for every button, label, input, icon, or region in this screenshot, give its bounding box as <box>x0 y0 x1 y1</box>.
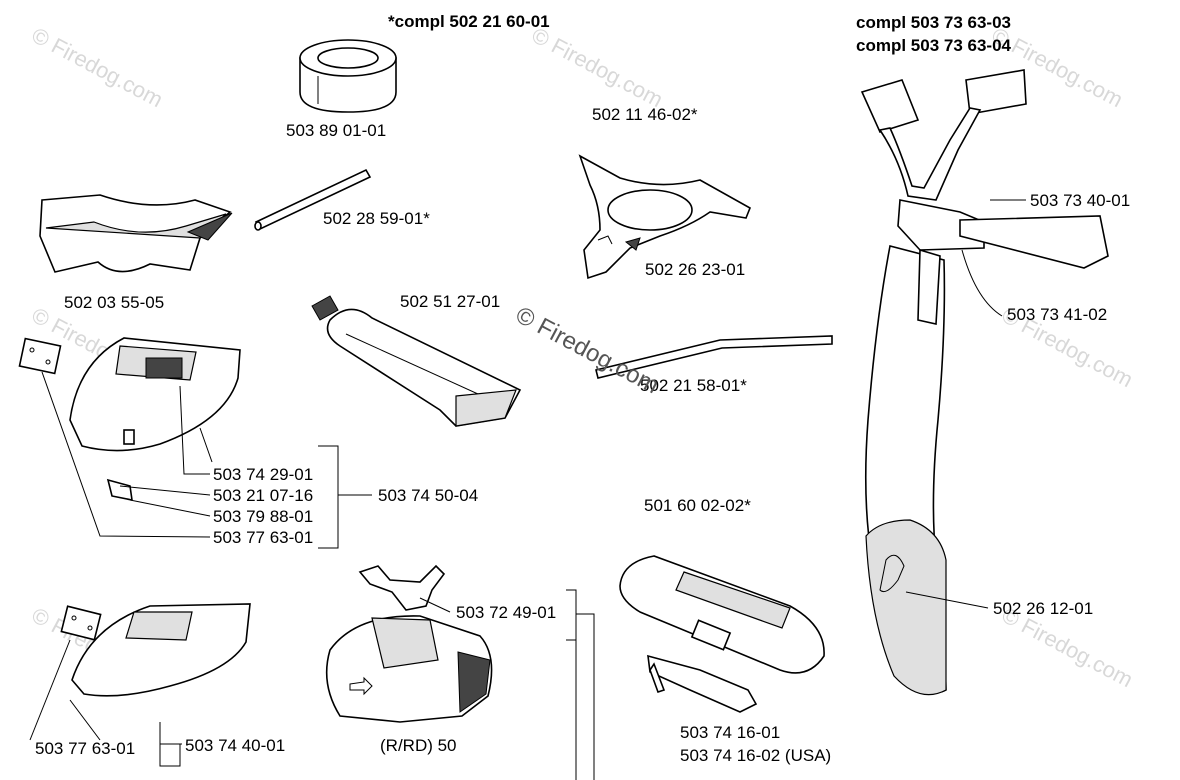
trimmer-kit-title: *compl 502 21 60-01 <box>388 12 550 31</box>
rod-part <box>254 168 372 231</box>
bent-rod-part <box>595 335 833 379</box>
part-label: 502 28 59-01* <box>323 209 430 228</box>
leader-lines <box>905 199 1026 609</box>
part-label: 503 77 63-01 <box>213 528 313 547</box>
part-label: 502 26 12-01 <box>993 599 1093 618</box>
part-label: 502 03 55-05 <box>64 293 164 312</box>
part-label: 502 26 23-01 <box>645 260 745 279</box>
part-label: 503 74 50-04 <box>378 486 478 505</box>
leader-lines <box>29 639 182 767</box>
guard-assembly-part <box>18 337 241 502</box>
part-label: 502 51 27-01 <box>400 292 500 311</box>
part-label: 501 60 02-02* <box>644 496 751 515</box>
part-label: 503 72 49-01 <box>456 603 556 622</box>
part-label: 503 89 01-01 <box>286 121 386 140</box>
part-label: 502 11 46-02* <box>592 105 698 124</box>
clip-bracket-part <box>325 564 493 723</box>
part-label: 502 21 58-01* <box>640 376 747 395</box>
bracket-plate-part <box>578 154 752 280</box>
part-label: 503 74 16-01 <box>680 723 780 742</box>
spacer-ring-part <box>299 39 397 113</box>
watermark-faint: © Firedog.com <box>528 22 667 112</box>
part-label: 503 73 40-01 <box>1030 191 1130 210</box>
part-label: 503 74 40-01 <box>185 736 285 755</box>
part-label: 503 73 41-02 <box>1007 305 1107 324</box>
belt-pad-part <box>619 555 825 713</box>
part-label: 503 21 07-16 <box>213 486 313 505</box>
part-label: 503 74 29-01 <box>213 465 313 484</box>
grease-tube-part <box>311 295 522 427</box>
part-label: 503 74 16-02 (USA) <box>680 746 831 765</box>
part-label: 503 77 63-01 <box>35 739 135 758</box>
harness-title-a: compl 503 73 63-03 <box>856 13 1011 32</box>
lower-guard-part <box>60 603 251 697</box>
leader-lines <box>419 589 595 780</box>
harness-title-b: compl 503 73 63-04 <box>856 36 1012 55</box>
harness-part <box>860 69 1109 696</box>
part-label: 503 79 88-01 <box>213 507 313 526</box>
guard-plate-part <box>39 194 233 273</box>
watermark-main: © Firedog.com <box>511 301 663 399</box>
leader-lines <box>41 371 372 549</box>
part-label: (R/RD) 50 <box>380 736 457 755</box>
watermark-faint: © Firedog.com <box>28 22 167 112</box>
